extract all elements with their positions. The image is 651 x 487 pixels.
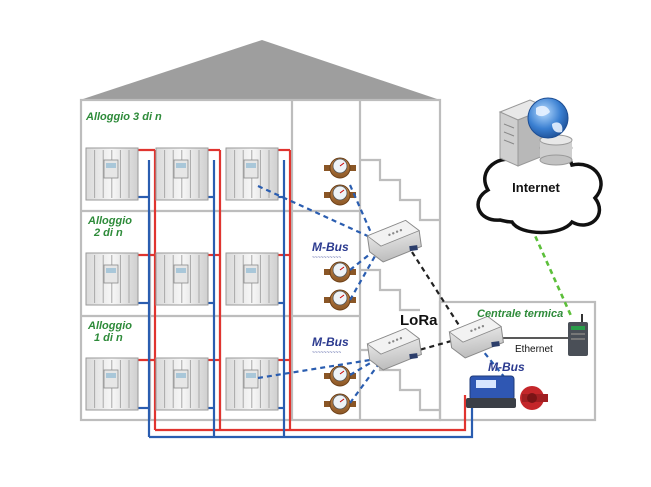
lora-label: LoRa	[400, 312, 438, 329]
centrale-termica-label: Centrale termica	[477, 308, 563, 320]
internet-link	[526, 219, 574, 319]
mbus-badge-centrale: M-Bus	[488, 360, 525, 374]
svg-text:~~~~~~~~~~: ~~~~~~~~~~	[312, 255, 341, 261]
apartment-3-label: Alloggio 3 di n	[85, 111, 162, 123]
water-meter-icon	[324, 261, 356, 283]
radiator-icon	[85, 147, 139, 201]
lora-links	[411, 251, 463, 354]
water-meter-icon	[324, 365, 356, 387]
radiators	[85, 147, 279, 411]
mbus-badge-lower: M-Bus ~~~~~~~~~~	[312, 335, 349, 356]
concentrator-icon	[448, 315, 504, 359]
wireless-links	[257, 184, 506, 404]
ethernet-label: Ethernet	[515, 344, 553, 355]
globe-icon	[527, 97, 569, 139]
concentrator-icon	[366, 219, 422, 263]
mbus-label: M-Bus	[312, 240, 349, 254]
water-meter-icon	[324, 393, 356, 415]
apartment-2-label-line2: 2 di n	[93, 227, 123, 239]
return-pipes	[138, 160, 474, 439]
mbus-label: M-Bus	[312, 335, 349, 349]
radiator-icon	[225, 252, 279, 306]
water-meters	[324, 157, 356, 415]
apartment-1-label: Alloggio	[87, 320, 132, 332]
svg-text:~~~~~~~~~~: ~~~~~~~~~~	[312, 350, 341, 356]
internet-label: Internet	[512, 180, 560, 195]
staircase-mid	[360, 268, 420, 312]
apartment-2-label: Alloggio	[87, 215, 132, 227]
heat-meter-icon	[466, 375, 548, 410]
internet-cloud: Internet	[476, 145, 603, 235]
centrale-termica-room	[438, 300, 597, 422]
radiator-icon	[225, 357, 279, 411]
staircase	[360, 158, 440, 222]
apartment-1-label-line2: 1 di n	[94, 332, 123, 344]
mbus-badge-upper: M-Bus ~~~~~~~~~~	[312, 240, 349, 261]
gateway-icon	[568, 314, 588, 356]
mbus-label: M-Bus	[488, 360, 525, 374]
radiator-icon	[85, 357, 139, 411]
water-meter-icon	[324, 289, 356, 311]
radiator-icon	[155, 147, 209, 201]
water-meter-icon	[324, 184, 356, 206]
radiator-icon	[155, 252, 209, 306]
water-meter-icon	[324, 157, 356, 179]
radiator-icon	[155, 357, 209, 411]
concentrator-icon	[366, 327, 422, 371]
radiator-icon	[85, 252, 139, 306]
roof	[80, 40, 440, 100]
supply-pipes	[138, 148, 467, 432]
